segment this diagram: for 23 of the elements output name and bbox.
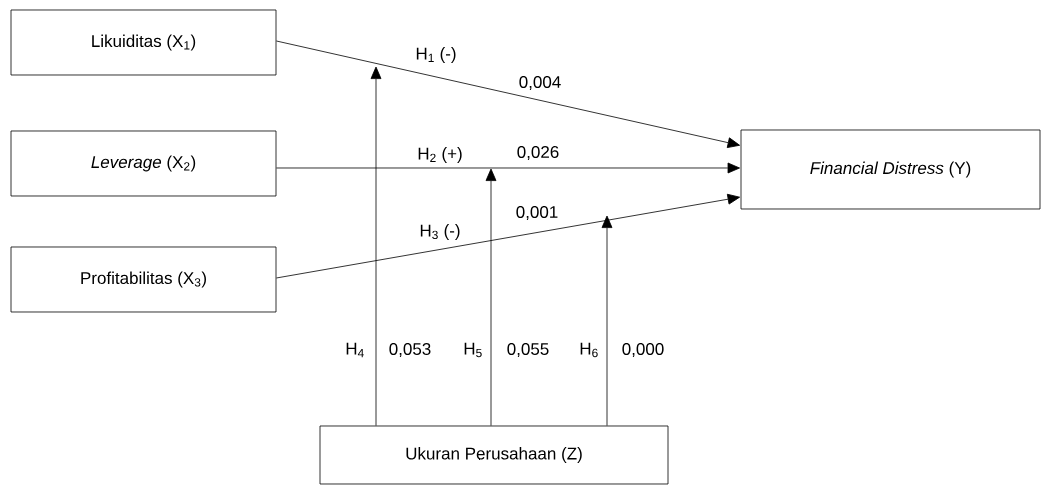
arrow xyxy=(276,40,740,148)
arrow xyxy=(601,215,613,426)
coefficient-value: 0,053 xyxy=(389,342,431,357)
edge-label: H$_{2}$ (+) xyxy=(418,147,462,163)
edge-label: H$_{6}$ xyxy=(580,342,598,358)
arrow xyxy=(276,162,740,174)
arrow xyxy=(485,168,497,426)
arrow xyxy=(276,193,740,279)
edge-label: H$_{4}$ xyxy=(346,342,364,358)
variable-box: Ukuran Perusahaan (Z) xyxy=(319,425,669,485)
coefficient-value: 0,004 xyxy=(519,75,561,90)
variable-box: Likuiditas (X$_{1}$) xyxy=(10,9,277,76)
variable-box: Leverage (X$_{2}$) xyxy=(10,130,277,197)
arrow xyxy=(370,66,382,426)
variable-box: Profitabilitas (X$_{3}$) xyxy=(10,246,277,313)
edge-label: H$_{5}$ xyxy=(464,342,482,358)
variable-box: Financial Distress (Y) xyxy=(740,129,1041,210)
edge-label: H$_{3}$ (-) xyxy=(420,224,460,240)
coefficient-value: 0,001 xyxy=(516,205,558,220)
coefficient-value: 0,026 xyxy=(517,145,559,160)
coefficient-value: 0,055 xyxy=(507,342,549,357)
edge-label: H$_{1}$ (-) xyxy=(416,47,456,63)
coefficient-value: 0,000 xyxy=(622,342,664,357)
